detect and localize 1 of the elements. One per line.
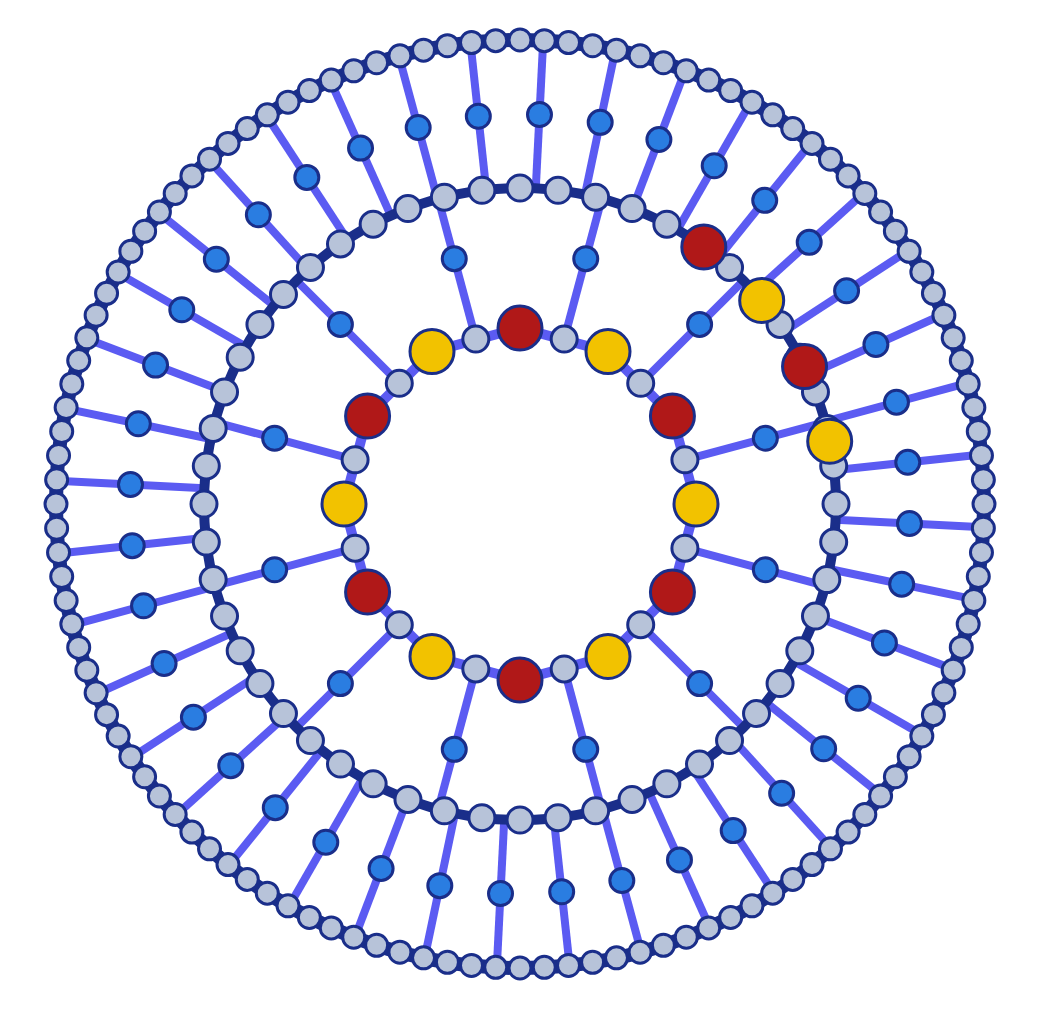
bead-ring-drawing <box>43 27 997 981</box>
